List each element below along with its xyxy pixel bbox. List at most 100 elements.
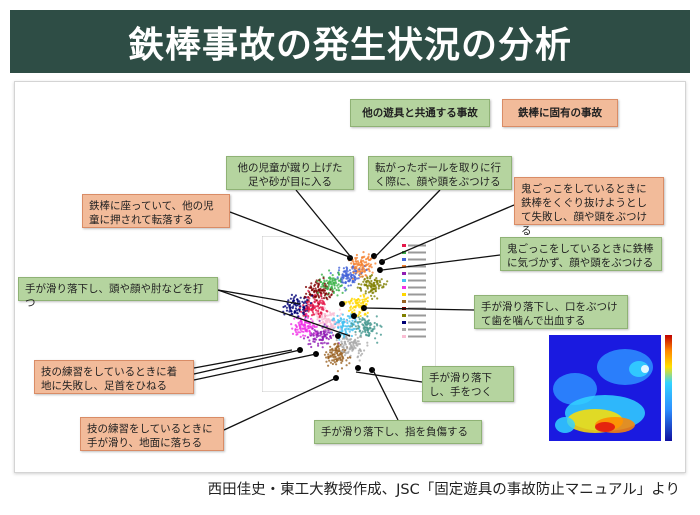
- scatter-point: [322, 330, 325, 333]
- label-landing-ankle: 技の練習をしているときに着地に失敗し、足首をひねる: [34, 360, 194, 394]
- scatter-point: [360, 256, 364, 259]
- header-banner: 鉄棒事故の発生状況の分析: [10, 10, 690, 73]
- scatter-point: [336, 314, 339, 317]
- scatter-point: [355, 277, 358, 280]
- scatter-point: [321, 342, 324, 345]
- scatter-point: [324, 313, 327, 316]
- scatter-point: [313, 329, 316, 332]
- scatter-point: [302, 313, 305, 316]
- scatter-point: [310, 314, 314, 317]
- scatter-point: [337, 319, 340, 322]
- scatter-point: [325, 322, 328, 325]
- scatter-point: [305, 305, 308, 308]
- scatter-point: [326, 314, 329, 317]
- scatter-point: [345, 272, 348, 275]
- legend-text-line: [408, 335, 426, 338]
- scatter-point: [309, 342, 312, 345]
- scatter-point: [372, 291, 375, 294]
- scatter-point: [291, 332, 295, 335]
- scatter-point: [310, 282, 313, 285]
- legend-text-line: [408, 258, 426, 261]
- scatter-point: [337, 347, 341, 351]
- scatter-point: [348, 338, 351, 341]
- scatter-point: [355, 267, 358, 270]
- scatter-point: [362, 318, 365, 321]
- scatter-point: [313, 290, 316, 293]
- scatter-point: [325, 342, 328, 345]
- scatter-point: [316, 306, 319, 310]
- scatter-point: [353, 275, 356, 278]
- scatter-point: [346, 274, 350, 277]
- scatter-point: [350, 346, 354, 349]
- legend-common-accidents: 他の遊具と共通する事故: [350, 99, 490, 127]
- label-tag-not-noticing: 鬼ごっこをしているときに鉄棒に気づかず、顔や頭をぶつける: [500, 237, 662, 271]
- scatter-point: [325, 328, 328, 331]
- scatter-point: [366, 315, 369, 318]
- scatter-point: [309, 286, 313, 289]
- scatter-point: [343, 354, 347, 357]
- scatter-point: [322, 297, 326, 300]
- scatter-point: [345, 301, 348, 304]
- scatter-point: [292, 297, 295, 300]
- scatter-point: [331, 347, 334, 350]
- scatter-point: [322, 328, 325, 331]
- legend-swatch: [402, 272, 406, 275]
- marked-cluster-point: [339, 301, 345, 307]
- label-tag-slip-through: 鬼ごっこをしているときに鉄棒をくぐり抜けようとして失敗し、顔や頭をぶつける: [514, 177, 664, 237]
- marked-cluster-point: [371, 253, 377, 259]
- scatter-point: [332, 291, 335, 295]
- scatter-point: [363, 349, 366, 352]
- scatter-point: [295, 304, 298, 307]
- scatter-point: [353, 346, 356, 349]
- scatter-point: [367, 331, 370, 334]
- connector-line: [193, 353, 317, 381]
- scatter-point: [340, 326, 343, 329]
- scatter-point: [287, 299, 290, 302]
- scatter-point: [317, 313, 320, 316]
- scatter-point: [302, 301, 305, 305]
- scatter-point: [299, 327, 302, 330]
- scatter-point: [313, 301, 316, 304]
- scatter-point: [288, 310, 291, 313]
- scatter-point: [337, 321, 340, 324]
- scatter-point: [358, 272, 361, 275]
- scatter-point: [322, 320, 325, 323]
- scatter-point: [358, 306, 361, 309]
- scatter-point: [363, 270, 366, 273]
- scatter-point: [361, 318, 364, 322]
- scatter-point: [370, 323, 373, 326]
- scatter-point: [351, 323, 354, 326]
- label-fall-hand: 手が滑り落下し、手をつく: [422, 366, 514, 402]
- scatter-point: [316, 315, 319, 318]
- connector-line: [373, 189, 441, 259]
- legend-swatch: [402, 244, 406, 247]
- scatter-point: [298, 331, 302, 334]
- scatter-point: [330, 351, 333, 354]
- scatter-point: [319, 291, 322, 294]
- scatter-point: [322, 335, 325, 338]
- scatter-point: [354, 258, 357, 261]
- scatter-point: [373, 288, 376, 291]
- heatmap-region: [641, 365, 649, 373]
- scatter-point: [298, 324, 301, 327]
- scatter-point: [356, 314, 359, 317]
- scatter-point: [324, 330, 327, 333]
- scatter-point: [347, 328, 350, 331]
- scatter-point: [363, 298, 366, 301]
- scatter-point: [371, 297, 374, 300]
- scatter-point: [312, 337, 315, 341]
- scatter-point: [290, 293, 293, 296]
- scatter-point: [345, 266, 348, 269]
- scatter-point: [298, 300, 301, 303]
- scatter-point: [308, 331, 312, 334]
- scatter-point: [346, 325, 349, 328]
- scatter-point: [348, 278, 351, 281]
- scatter-point: [313, 298, 316, 301]
- scatter-point: [320, 297, 323, 300]
- scatter-point: [293, 317, 296, 320]
- scatter-point: [307, 310, 310, 313]
- scatter-point: [349, 356, 352, 359]
- scatter-point: [331, 312, 334, 315]
- scatter-point: [306, 336, 309, 339]
- scatter-point: [319, 338, 322, 341]
